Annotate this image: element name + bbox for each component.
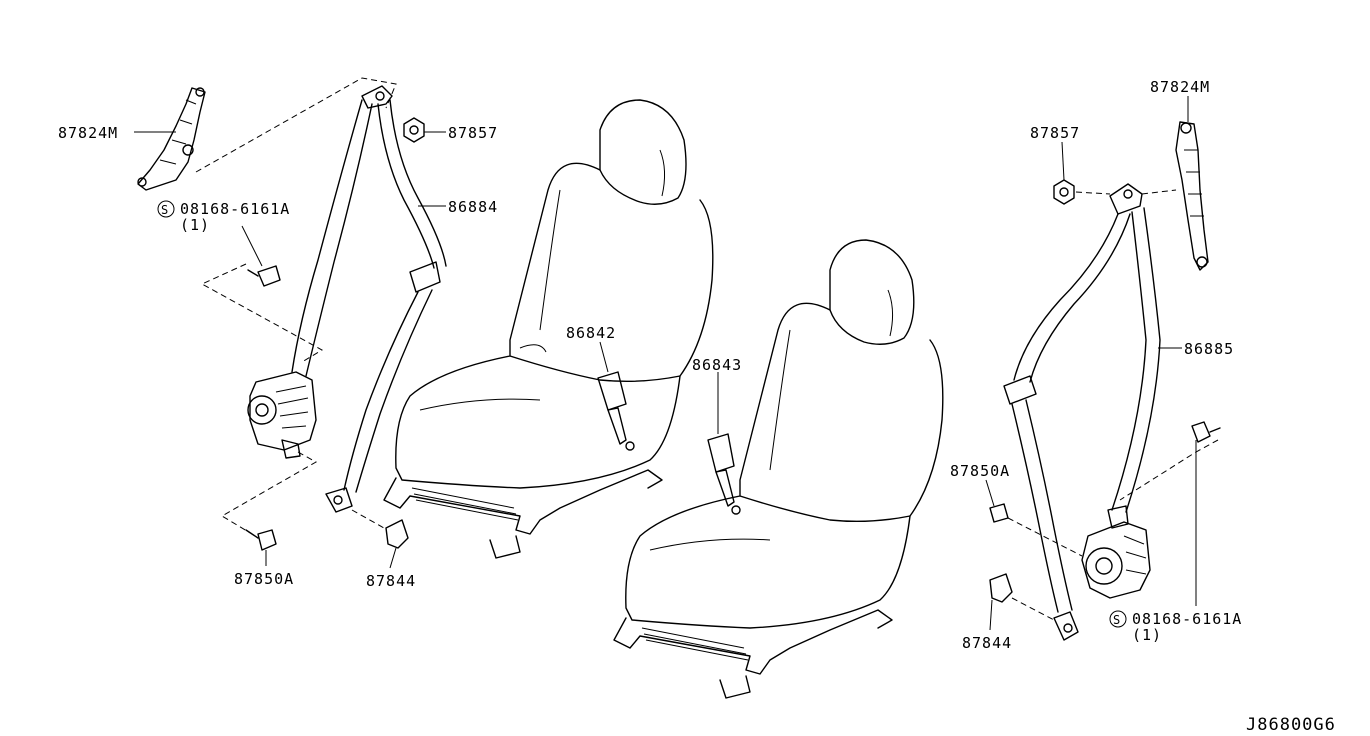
- right-dashed-guide-lower: [1007, 517, 1083, 557]
- leader-87850a-right: [985, 479, 995, 507]
- label-87857-right: 87857: [1030, 124, 1080, 142]
- right-floor-anchor: [1053, 611, 1079, 641]
- left-dashed-guide-bolt: [200, 263, 324, 363]
- right-dashed-guide-upper: [1075, 189, 1177, 195]
- label-87857-left: 87857: [448, 124, 498, 142]
- left-nut: [403, 117, 425, 143]
- quantity-bolt-right: (1): [1132, 626, 1162, 644]
- right-anchor-cover: [989, 573, 1013, 603]
- right-bolt-upper: [1191, 421, 1221, 443]
- part-number-bolt-left: 08168-6161A: [180, 200, 290, 218]
- left-dashed-guide-cover: [351, 509, 385, 529]
- right-dashed-guide-cover: [1011, 597, 1055, 621]
- quantity-bolt-left: (1): [180, 216, 210, 234]
- label-87844-left: 87844: [366, 572, 416, 590]
- label-86843: 86843: [692, 356, 742, 374]
- right-nut: [1053, 179, 1075, 205]
- leader-86842: [599, 341, 609, 373]
- right-retractor: [1081, 505, 1151, 599]
- label-86885: 86885: [1184, 340, 1234, 358]
- label-87844-right: 87844: [962, 634, 1012, 652]
- s-symbol-left: S: [161, 203, 168, 217]
- right-shoulder-anchor-adjuster: [1175, 121, 1209, 271]
- left-anchor-cover: [385, 519, 409, 549]
- label-bolt-right: S 08168-6161A (1): [1109, 610, 1242, 644]
- label-86842: 86842: [566, 324, 616, 342]
- label-86884: 86884: [448, 198, 498, 216]
- right-dashed-guide-bolt: [1119, 439, 1219, 501]
- left-seat: [383, 99, 714, 559]
- left-retractor: [247, 371, 317, 459]
- leader-87844-left: [389, 547, 397, 569]
- label-87850a-right: 87850A: [950, 462, 1010, 480]
- s-symbol-circle-right: [1109, 610, 1127, 628]
- left-dashed-guide-upper: [195, 77, 397, 173]
- diagram-reference-code: J86800G6: [1246, 715, 1336, 735]
- label-87824m-right: 87824M: [1150, 78, 1210, 96]
- right-seat: [613, 239, 944, 699]
- leader-87844-right: [989, 599, 993, 631]
- right-bolt-lower: [989, 503, 1009, 523]
- left-bolt-upper: [247, 265, 281, 287]
- s-symbol-circle-left: [157, 200, 175, 218]
- leader-87857-right: [1061, 141, 1065, 181]
- label-bolt-left: S 08168-6161A (1): [157, 200, 290, 234]
- label-87850a-left: 87850A: [234, 570, 294, 588]
- s-symbol-right: S: [1113, 613, 1120, 627]
- part-number-bolt-right: 08168-6161A: [1132, 610, 1242, 628]
- leader-bolt-left: [241, 225, 263, 267]
- left-shoulder-anchor-adjuster: [137, 87, 206, 191]
- left-floor-anchor: [325, 487, 353, 513]
- buckle-86843: [707, 433, 741, 515]
- left-shoulder-belt-webbing: [291, 85, 447, 493]
- buckle-86842: [597, 371, 635, 451]
- label-87824m-left: 87824M: [58, 124, 118, 142]
- left-dashed-guide-lower: [221, 451, 318, 535]
- right-shoulder-belt-webbing: [1003, 183, 1161, 613]
